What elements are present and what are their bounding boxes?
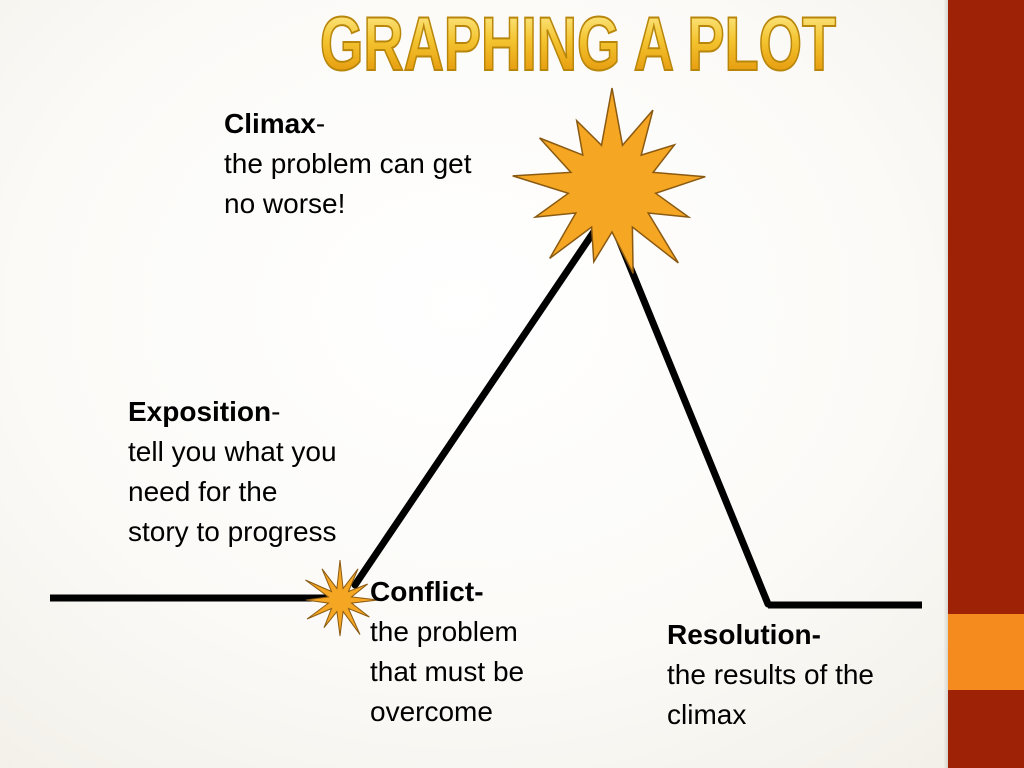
conflict-heading: Conflict- — [370, 576, 484, 607]
decor-band-shadow — [944, 0, 948, 768]
exposition-text-line-1: tell you what you — [128, 436, 337, 467]
decor-band-top — [948, 0, 1024, 614]
conflict-text-line-1: the problem — [370, 616, 518, 647]
falling-action-line — [611, 226, 772, 608]
exposition-label: Exposition- tell you what you need for t… — [128, 392, 408, 552]
exposition-text-line-2: need for the — [128, 476, 278, 507]
climax-dash: - — [315, 108, 326, 139]
plot-line — [50, 226, 922, 609]
plot-diagram — [50, 87, 922, 637]
exposition-dash: - — [271, 396, 281, 427]
conflict-text-line-2: that must be — [370, 656, 525, 687]
climax-label: Climax- the problem can get no worse! — [224, 104, 544, 224]
exposition-heading: Exposition — [128, 396, 272, 427]
decor-band-middle — [948, 614, 1024, 690]
resolution-text-line-1: the results of the — [667, 659, 875, 690]
large-burst-icon — [512, 87, 706, 274]
resolution-heading: Resolution- — [667, 619, 821, 650]
climax-heading: Climax — [224, 108, 316, 139]
climax-text-line-1: the problem can get — [224, 148, 472, 179]
small-burst-icon — [305, 559, 379, 637]
conflict-text-line-3: overcome — [370, 696, 493, 727]
conflict-label: Conflict- the problem that must be overc… — [370, 572, 590, 732]
rising-action-line — [351, 226, 599, 589]
resolution-label: Resolution- the results of the climax — [667, 615, 942, 735]
decor-band-bottom — [948, 690, 1024, 768]
resolution-text-line-2: climax — [667, 699, 747, 730]
climax-text-line-2: no worse! — [224, 188, 346, 219]
exposition-text-line-3: story to progress — [128, 516, 337, 547]
slide-title-graphic: GRAPHING A PLOT — [319, 1, 837, 88]
slide-title: GRAPHING A PLOT — [320, 2, 836, 87]
